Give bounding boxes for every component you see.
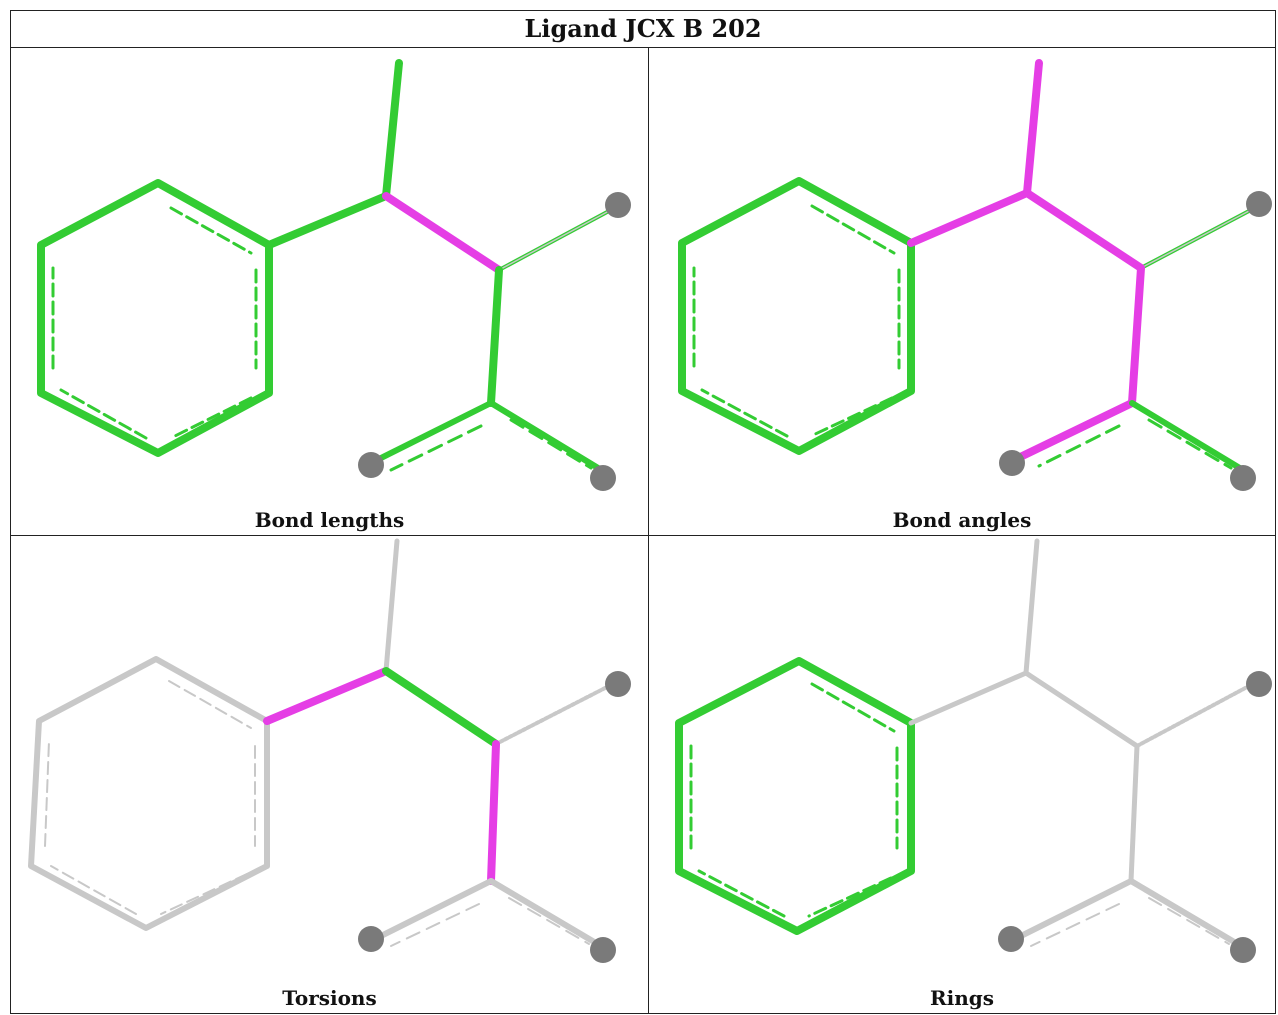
caption-torsions: Torsions	[282, 986, 377, 1010]
atom-sphere	[590, 465, 616, 491]
caption-bond-angles: Bond angles	[892, 508, 1032, 532]
atom-sphere	[605, 671, 631, 697]
atom-sphere	[1230, 937, 1256, 963]
atom-sphere	[1246, 191, 1272, 217]
rings-molecule	[675, 538, 1272, 963]
benzene-ring	[675, 657, 915, 935]
torsions-molecule	[28, 538, 631, 963]
atom-sphere	[998, 926, 1024, 952]
atom-sphere	[358, 926, 384, 952]
caption-bond-lengths: Bond lengths	[254, 508, 405, 532]
panel-rings: Rings	[649, 536, 1275, 1013]
atom-sphere	[1230, 465, 1256, 491]
table-title: Ligand JCX B 202	[11, 11, 1275, 48]
bond-angles-molecule	[678, 59, 1272, 491]
panel-bond-lengths: Bond lengths	[11, 48, 649, 536]
atom-sphere	[358, 452, 384, 478]
caption-rings: Rings	[929, 986, 994, 1010]
benzene-ring	[37, 179, 273, 457]
atom-sphere	[605, 192, 631, 218]
atom-sphere	[590, 937, 616, 963]
benzene-ring	[28, 656, 270, 931]
bond-lengths-molecule	[37, 59, 631, 491]
benzene-ring	[678, 177, 915, 455]
outlier-bond	[382, 192, 503, 274]
panel-bond-angles: Bond angles	[649, 48, 1275, 536]
atom-sphere	[999, 450, 1025, 476]
atom-sphere	[1246, 671, 1272, 697]
panel-torsions: Torsions	[11, 536, 649, 1013]
ligand-table: Ligand JCX B 202	[10, 10, 1276, 1014]
